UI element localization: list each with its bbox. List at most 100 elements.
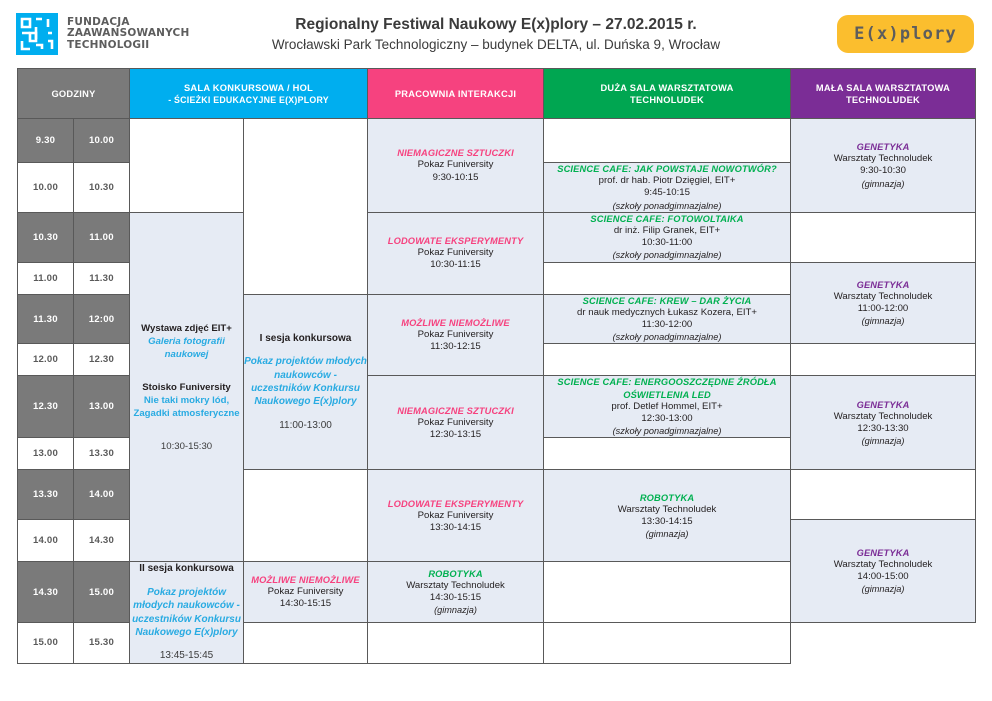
time-from: 10.00 — [17, 162, 74, 213]
event-pracownia-4[interactable]: NIEMAGICZNE SZTUCZKI Pokaz Funiversity 1… — [367, 375, 545, 471]
event-pracownia-3[interactable]: MOŻLIWE NIEMOŻLIWE Pokaz Funiversity 11:… — [367, 293, 545, 377]
schedule-table: GODZINY SALA KONKURSOWA / HOL - Ścieżki … — [16, 68, 977, 664]
event-mala-3[interactable]: GENETYKA Warsztaty Technoludek 12:30-13:… — [790, 375, 977, 471]
event-time: 14:30-15:15 — [429, 592, 482, 604]
expo-gap — [130, 361, 243, 381]
event-mala-4[interactable]: GENETYKA Warsztaty Technoludek 14:00-15:… — [790, 519, 977, 623]
session-block-2[interactable]: II sesja konkursowa Pokaz projektów młod… — [129, 561, 245, 664]
event-mala-1[interactable]: GENETYKA Warsztaty Technoludek 9:30-10:3… — [790, 118, 977, 213]
event-line: Warsztaty Technoludek — [833, 410, 933, 422]
duza-blank-3 — [543, 343, 792, 377]
event-pracownia-5[interactable]: LODOWATE EKSPERYMENTY Pokaz Funiversity … — [367, 469, 545, 563]
event-line: Pokaz Funiversity — [417, 159, 494, 171]
event-title: NIEMAGICZNE SZTUCZKI — [397, 405, 514, 416]
session-spacer-top — [243, 118, 369, 295]
table-row: 9.30 10.00 NIEMAGICZNE SZTUCZKI Pokaz Fu… — [17, 118, 977, 295]
table-row: 10.00 10.30 SCIENCE CAFE: JAK POWSTAJE N… — [17, 162, 976, 213]
expo-sub-2: Nie taki mokry lód, Zagadki atmosferyczn… — [133, 394, 240, 419]
col-header-duza-sala: DUŻA SALA WARSZTATOWA TECHNOLUDEK — [543, 68, 792, 119]
expo-gap-2 — [130, 420, 243, 440]
mala-blank-end — [543, 621, 792, 664]
event-time: 10:30-11:15 — [430, 259, 481, 271]
event-time: 12:30-13:00 — [641, 413, 693, 425]
expo-block[interactable]: Wystawa zdjęć EIT+ Galeria fotografii na… — [129, 211, 245, 563]
event-note: (gimnazja) — [645, 529, 689, 540]
col-header-sala-konkursowa: SALA KONKURSOWA / HOL - Ścieżki edukacyj… — [129, 68, 369, 119]
session-block-1[interactable]: I sesja konkursowa Pokaz projektów młody… — [243, 293, 369, 471]
time-from: 13.00 — [17, 437, 74, 471]
duza-header-line1: DUŻA SALA WARSZTATOWA — [600, 82, 734, 93]
event-pracownia-1[interactable]: NIEMAGICZNE SZTUCZKI Pokaz Funiversity 9… — [367, 118, 545, 213]
time-to: 15.00 — [72, 561, 131, 623]
event-time: 10:30-11:00 — [641, 237, 693, 249]
mala-blank-3 — [790, 469, 977, 521]
time-to: 11.00 — [72, 211, 131, 263]
duza-blank-2 — [543, 261, 792, 295]
time-from: 9.30 — [17, 118, 74, 163]
event-title: GENETYKA — [856, 142, 910, 152]
session-time: 13:45-15:45 — [159, 650, 214, 662]
column-header-row: GODZINY SALA KONKURSOWA / HOL - Ścieżki … — [16, 68, 977, 119]
event-time: 9:45-10:15 — [644, 187, 690, 199]
table-row: 11.30 12:00 I sesja konkursowa Pokaz pro… — [17, 293, 976, 471]
event-mala-2[interactable]: GENETYKA Warsztaty Technoludek 11:00-12:… — [790, 261, 977, 345]
foundation-brand: FUNDACJA ZAAWANSOWANYCH TECHNOLOGII — [16, 13, 189, 55]
time-from: 11.00 — [17, 261, 74, 295]
session-time: 11:00-13:00 — [279, 419, 332, 431]
event-title: GENETYKA — [856, 279, 910, 290]
event-time: 11:30-12:00 — [641, 319, 693, 331]
time-to: 15.30 — [72, 621, 131, 664]
time-to: 10.30 — [72, 162, 131, 213]
session-head: I sesja konkursowa — [259, 332, 352, 344]
event-note: (szkoły ponadgimnazjalne) — [612, 200, 722, 211]
time-from: 12.30 — [17, 375, 74, 439]
page-header: FUNDACJA ZAAWANSOWANYCH TECHNOLOGII Regi… — [0, 0, 992, 68]
event-note: (gimnazja) — [861, 436, 905, 447]
event-line: Pokaz Funiversity — [267, 585, 344, 597]
event-line: Pokaz Funiversity — [417, 509, 494, 521]
event-duza-3[interactable]: SCIENCE CAFE: KREW – DAR ŻYCIA dr nauk m… — [543, 293, 792, 345]
event-title: MOŻLIWE NIEMOŻLIWE — [251, 574, 360, 585]
event-duza-4[interactable]: SCIENCE CAFE: ENERGOOSZCZĘDNE ŹRÓDŁA OŚW… — [543, 375, 792, 439]
foundation-name: FUNDACJA ZAAWANSOWANYCH TECHNOLOGII — [67, 15, 190, 51]
expo-sub-1: Galeria fotografii naukowej — [148, 335, 225, 360]
table-row: 13.30 14.00 LODOWATE EKSPERYMENTY Pokaz … — [17, 469, 977, 563]
event-note: (szkoły ponadgimnazjalne) — [612, 332, 722, 343]
time-from: 15.00 — [17, 621, 74, 664]
duza-blank-1 — [543, 118, 792, 163]
time-from: 11.30 — [17, 293, 74, 345]
time-to: 12.30 — [72, 343, 131, 377]
time-from: 12.00 — [17, 343, 74, 377]
session-body: Pokaz projektów młodych naukowców - ucze… — [244, 356, 367, 408]
time-to: 14.00 — [72, 469, 131, 521]
expo-time: 10:30-15:30 — [160, 440, 213, 452]
time-to: 13.30 — [72, 437, 131, 471]
event-line: dr inż. Filip Granek, EIT+ — [613, 225, 721, 237]
explory-logo: E(x)plory — [837, 15, 974, 53]
event-line: dr nauk medycznych Łukasz Kozera, EIT+ — [577, 306, 757, 318]
event-note: (gimnazja) — [861, 584, 905, 595]
event-pracownia-6[interactable]: MOŻLIWE NIEMOŻLIWE Pokaz Funiversity 14:… — [243, 561, 369, 623]
time-to: 12:00 — [72, 293, 131, 345]
event-title: SCIENCE CAFE: FOTOWOLTAIKA — [590, 213, 744, 224]
expo-head-1: Wystawa zdjęć EIT+ — [141, 322, 232, 334]
event-note: (szkoły ponadgimnazjalne) — [612, 250, 722, 261]
event-line: prof. dr hab. Piotr Dzięgiel, EIT+ — [598, 175, 736, 187]
event-duza-1[interactable]: SCIENCE CAFE: JAK POWSTAJE NOWOTWÓR? pro… — [543, 162, 792, 213]
event-note: (szkoły ponadgimnazjalne) — [612, 426, 722, 437]
event-line: Warsztaty Technoludek — [833, 290, 933, 302]
event-line: Pokaz Funiversity — [417, 328, 494, 340]
event-duza-2[interactable]: SCIENCE CAFE: FOTOWOLTAIKA dr inż. Filip… — [543, 211, 792, 263]
event-title: SCIENCE CAFE: ENERGOOSZCZĘDNE ŹRÓDŁA OŚW… — [557, 377, 777, 400]
event-pracownia-2[interactable]: LODOWATE EKSPERYMENTY Pokaz Funiversity … — [367, 211, 545, 295]
time-to: 10.00 — [72, 118, 131, 163]
time-to: 14.30 — [72, 519, 131, 563]
pracownia-blank-end — [243, 621, 369, 664]
table-row: 10.30 11.00 Wystawa zdjęć EIT+ Galeria f… — [17, 211, 977, 563]
event-time: 12:30-13:15 — [429, 429, 482, 441]
mala-header-line2: TECHNOLUDEK — [846, 94, 921, 105]
event-duza-6[interactable]: ROBOTYKA Warsztaty Technoludek 14:30-15:… — [367, 561, 545, 623]
event-duza-5[interactable]: ROBOTYKA Warsztaty Technoludek 13:30-14:… — [543, 469, 792, 563]
event-time: 12:30-13:30 — [857, 422, 909, 434]
time-from: 13.30 — [17, 469, 74, 521]
